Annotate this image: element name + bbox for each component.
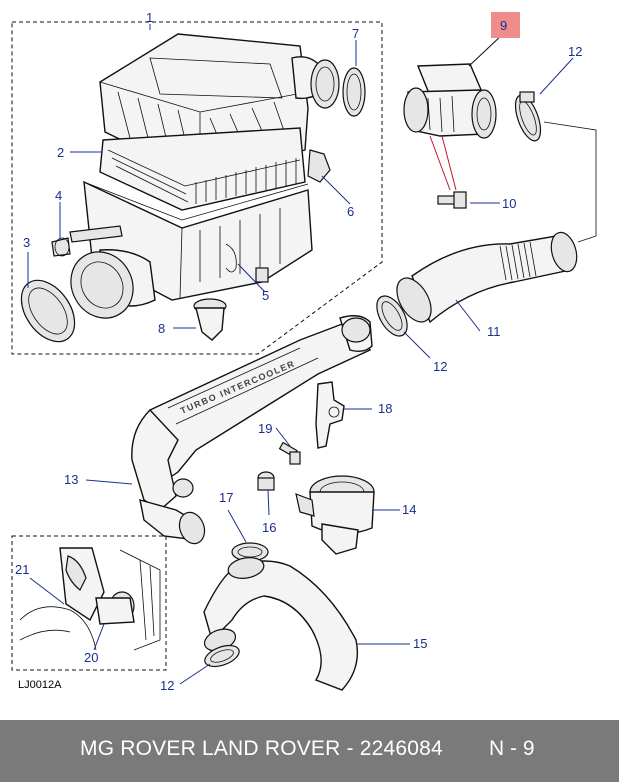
callout-18: 18 [378,401,392,416]
lower-air-hose [203,557,359,691]
callout-16: 16 [262,520,276,535]
leader-lines [27,24,574,685]
callout-11: 11 [487,324,501,339]
mass-airflow-sensor [403,63,497,139]
callout-2: 2 [57,145,64,160]
callout-13: 13 [64,472,78,487]
drawing-code: LJ0012A [18,679,62,691]
callout-3: 3 [23,235,30,250]
callout-10: 10 [502,196,516,211]
hose-clamp-upper [514,91,542,142]
small-grommet [257,471,275,491]
breather-valve-housing [295,475,375,555]
callout-21: 21 [15,562,29,577]
inset-detail [11,535,167,671]
footer-bar: MG ROVER LAND ROVER - 2246084 N - 9 [0,720,619,782]
grommet [51,237,71,257]
hose-clamp-middle [376,295,408,337]
footer-title: MG ROVER LAND ROVER - 2246084 [80,737,443,760]
callout-9: 9 [500,18,507,33]
callout-12-upper: 12 [568,44,582,59]
air-intake-hose [396,231,578,324]
parts-diagram: TURBO INTERCOOLER [11,10,597,693]
callout-12-middle: 12 [433,359,447,374]
air-cleaner-base [69,180,313,319]
callout-12-lower: 12 [160,678,174,693]
callout-9-leader [468,33,504,67]
air-filter-element [99,127,306,211]
footer-page-number: N - 9 [489,737,535,760]
sensor-bolt [437,191,467,209]
callout-9-highlight [491,12,520,38]
bracket-bolt [278,441,301,465]
callout-6: 6 [347,204,354,219]
callout-1: 1 [146,10,153,25]
side-clip [307,149,331,183]
assembly-link-line [543,121,597,243]
callout-5: 5 [262,288,269,303]
callout-19: 19 [258,421,272,436]
retaining-clip [225,243,237,273]
mounting-bracket [315,381,345,449]
outlet-o-ring [342,67,366,117]
callout-4: 4 [55,188,62,203]
drain-valve [193,298,227,341]
hose-clamp-lower [204,644,240,668]
callout-15: 15 [413,636,427,651]
callout-17: 17 [219,490,233,505]
callout-14: 14 [402,502,416,517]
callout-8: 8 [158,321,165,336]
air-cleaner-group-boundary [11,21,383,355]
callout-7: 7 [352,26,359,41]
callout-labels: 9 1 2 4 3 5 6 7 8 10 12 11 12 13 18 19 1… [15,10,582,693]
callout-20: 20 [84,650,98,665]
sensor-fixing-lines [429,135,457,191]
